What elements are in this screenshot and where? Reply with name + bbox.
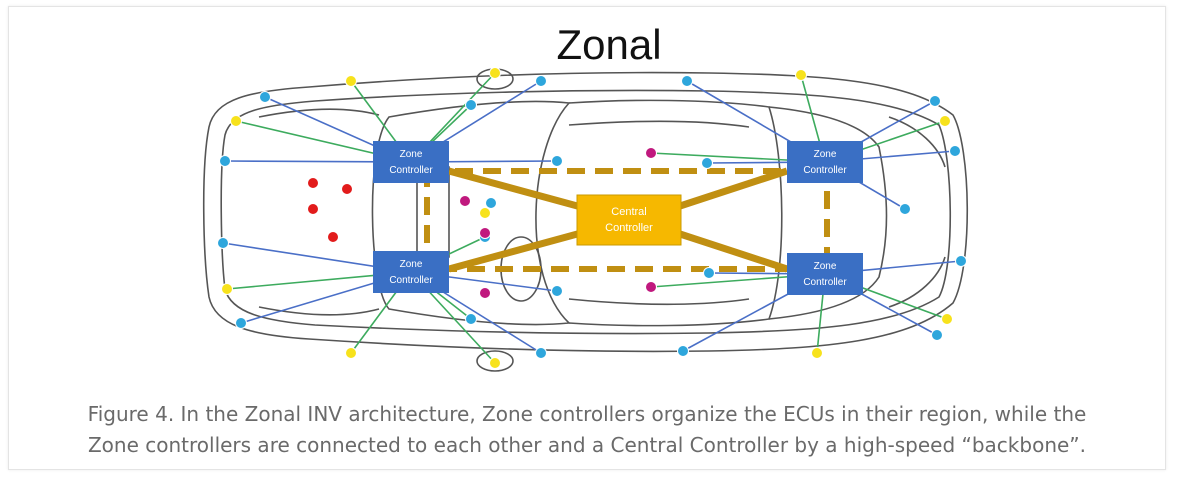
ecu-node bbox=[341, 183, 353, 195]
backbone-link bbox=[675, 167, 789, 211]
ecu-node bbox=[485, 197, 497, 209]
ecu-node bbox=[811, 347, 823, 359]
ecu-node bbox=[535, 75, 547, 87]
ecu-node bbox=[235, 317, 247, 329]
ecu-node bbox=[701, 157, 713, 169]
backbone-link bbox=[448, 167, 582, 211]
ecu-node bbox=[949, 145, 961, 157]
ecu-node bbox=[459, 195, 471, 207]
central-controller-label-line1: Central bbox=[611, 206, 646, 218]
ecu-node bbox=[307, 203, 319, 215]
backbone-ring bbox=[424, 168, 830, 272]
ecu-node bbox=[217, 237, 229, 249]
ecu-node bbox=[479, 207, 491, 219]
ecu-node bbox=[479, 287, 491, 299]
ecu-node bbox=[535, 347, 547, 359]
ecu-nodes bbox=[217, 67, 967, 369]
zone-controller-label-line1: Zone bbox=[400, 259, 423, 270]
zone-controller-label-line2: Controller bbox=[803, 277, 847, 288]
ecu-node bbox=[551, 155, 563, 167]
zone-controller-label-line2: Controller bbox=[389, 165, 433, 176]
ecu-node bbox=[931, 329, 943, 341]
figure-frame: Zonal Central Controller bbox=[8, 6, 1166, 470]
zone-controller-rear-left: Zone Controller bbox=[373, 251, 449, 293]
high-speed-backbone bbox=[424, 167, 830, 273]
central-controller-label-line2: Controller bbox=[605, 222, 653, 234]
ecu-node bbox=[307, 177, 319, 189]
figure-caption: Figure 4. In the Zonal INV architecture,… bbox=[9, 399, 1165, 461]
zone-controller-label-line1: Zone bbox=[814, 261, 837, 272]
caption-line-2: Zone controllers are connected to each o… bbox=[87, 433, 1087, 457]
ecu-node bbox=[939, 115, 951, 127]
ecu-node bbox=[681, 75, 693, 87]
ecu-node bbox=[645, 281, 657, 293]
zone-controller-label-line2: Controller bbox=[803, 165, 847, 176]
ecu-node bbox=[479, 227, 491, 239]
zone-controller-rear-right: Zone Controller bbox=[787, 253, 863, 295]
ecu-node bbox=[645, 147, 657, 159]
ecu-node bbox=[899, 203, 911, 215]
ecu-node bbox=[551, 285, 563, 297]
backbone-link bbox=[675, 229, 789, 273]
zone-controller-label-line1: Zone bbox=[400, 149, 423, 160]
zone-controller-front-left: Zone Controller bbox=[373, 141, 449, 183]
caption-line-1: Figure 4. In the Zonal INV architecture,… bbox=[87, 402, 1087, 426]
zone-controller-label-line1: Zone bbox=[814, 149, 837, 160]
zone-controller-front-right: Zone Controller bbox=[787, 141, 863, 183]
ecu-node bbox=[230, 115, 242, 127]
ecu-node bbox=[219, 155, 231, 167]
ecu-node bbox=[465, 313, 477, 325]
ecu-node bbox=[955, 255, 967, 267]
ecu-node bbox=[489, 67, 501, 79]
ecu-node bbox=[345, 75, 357, 87]
ecu-node bbox=[941, 313, 953, 325]
zonal-architecture-diagram: Zonal Central Controller bbox=[202, 21, 969, 372]
zone-controller-label-line2: Controller bbox=[389, 275, 433, 286]
ecu-node bbox=[795, 69, 807, 81]
ecu-node bbox=[345, 347, 357, 359]
backbone-link bbox=[448, 229, 582, 273]
ecu-node bbox=[221, 283, 233, 295]
ecu-node bbox=[677, 345, 689, 357]
ecu-node bbox=[465, 99, 477, 111]
ecu-node bbox=[489, 357, 501, 369]
ecu-wires bbox=[222, 72, 962, 364]
central-controller: Central Controller bbox=[576, 194, 682, 246]
ecu-node bbox=[259, 91, 271, 103]
ecu-node bbox=[703, 267, 715, 279]
ecu-node bbox=[929, 95, 941, 107]
diagram-title: Zonal bbox=[556, 21, 661, 68]
ecu-node bbox=[327, 231, 339, 243]
